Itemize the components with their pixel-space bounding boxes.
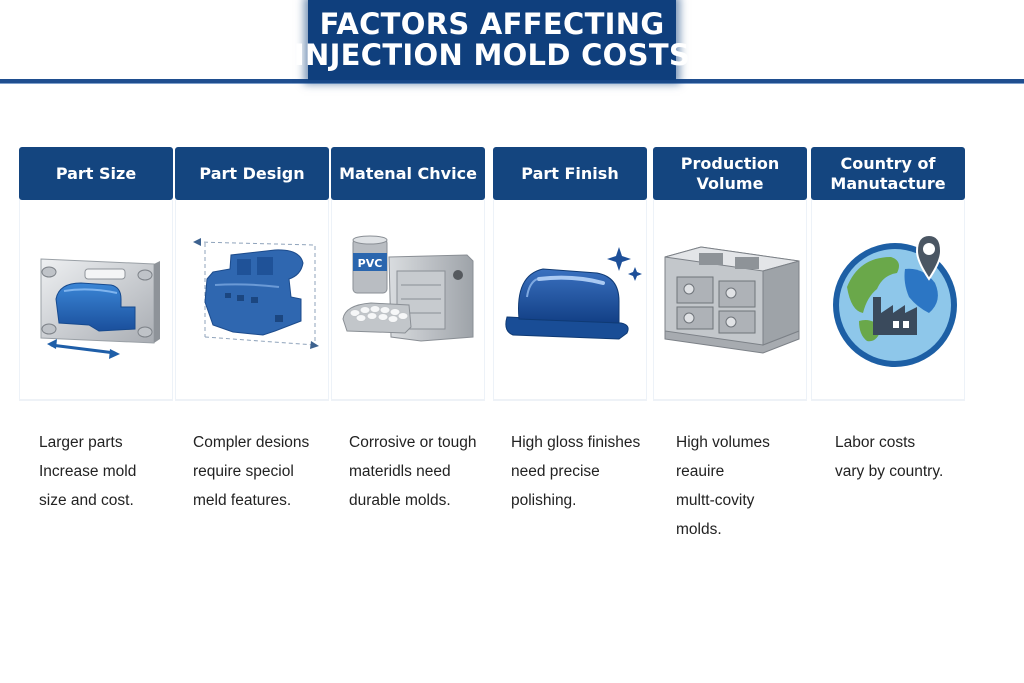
factor-header: Country of Manutacture (811, 147, 965, 200)
glossy-part-sparkle-icon (505, 247, 642, 340)
factor-label: Part Design (199, 163, 305, 183)
factor-description-production-volume: High volumes reauire multt-covity molds. (676, 434, 770, 538)
factor-production-volume: Production Volume (653, 147, 807, 403)
factor-frame (19, 197, 173, 401)
factor-description-part-design: Compler desions require speciol meld fea… (193, 434, 310, 509)
factor-header: Part Design (175, 147, 329, 200)
factor-header: Part Finish (493, 147, 647, 200)
page-title-line-1: FACTORS AFFECTING (319, 7, 665, 41)
factor-description-part-finish: High gloss finishes need precise polishi… (511, 434, 641, 509)
factor-frame (653, 197, 807, 401)
factor-part-design: Part Design (175, 147, 329, 403)
title-banner: FACTORS AFFECTING INJECTION MOLD COSTS (294, 0, 690, 80)
factor-frame (175, 197, 329, 401)
factor-frame (331, 197, 485, 401)
page-title-line-2: INJECTION MOLD COSTS (293, 38, 691, 72)
factor-description-country: Labor costs vary by country. (835, 434, 944, 480)
factor-description-material-choice: Corrosive or tough materidls need durabl… (349, 434, 477, 509)
factor-label: Country of Manutacture (830, 153, 946, 193)
mold-plate-with-size-arrow-icon (40, 258, 160, 359)
factor-label: Production Volume (680, 153, 780, 193)
globe-factory-location-icon (833, 233, 957, 367)
factor-header: Part Size (19, 147, 173, 200)
pvc-label: PVC (358, 257, 383, 270)
factor-label: Part Finish (521, 163, 619, 183)
pvc-material-mold-icon: PVC (342, 235, 474, 342)
factor-country-of-manufacture: Country of Manutacture (811, 147, 965, 403)
factor-frame (811, 197, 965, 401)
factor-part-finish: Part Finish (493, 147, 647, 403)
factor-header: Production Volume (653, 147, 807, 200)
multi-cavity-mold-icon (664, 246, 800, 354)
factor-description-part-size: Larger parts Increase mold size and cost… (39, 434, 137, 509)
complex-part-design-icon (193, 238, 319, 349)
factor-header: Matenal Chvice (331, 147, 485, 200)
header-rule (0, 79, 1024, 83)
factor-material-choice: Matenal Chvice PVC (331, 147, 485, 403)
factor-part-size: Part Size (19, 147, 173, 403)
factors-grid: Part Size Part Design (19, 147, 975, 407)
factor-label: Matenal Chvice (339, 163, 477, 183)
factor-label: Part Size (55, 163, 137, 183)
factor-frame (493, 197, 647, 401)
